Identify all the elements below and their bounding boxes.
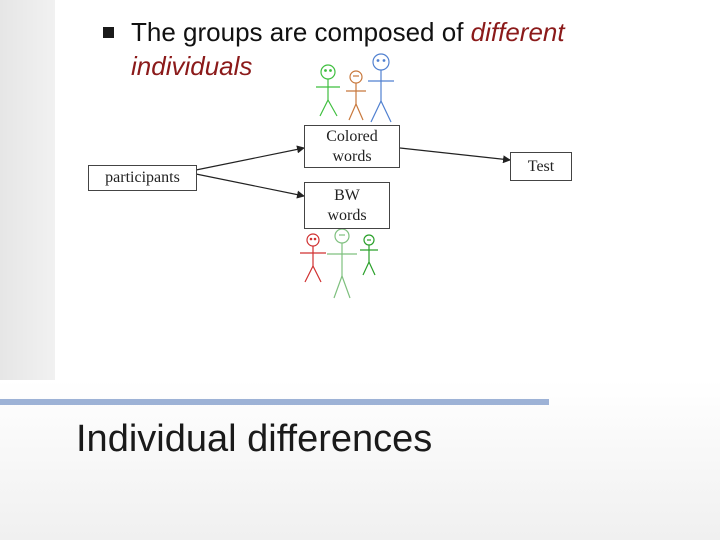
stick-figure-green-2 [360, 235, 378, 275]
arrow-colored-to-test [400, 148, 510, 160]
participants-label: participants [105, 168, 180, 188]
colored-words-line1: Colored [326, 127, 378, 147]
bw-words-box: BW words [304, 182, 390, 229]
arrow-participants-to-colored [196, 148, 304, 170]
colored-words-box: Colored words [304, 125, 400, 168]
arrow-participants-to-bw [196, 174, 304, 196]
bw-words-line2: words [327, 206, 366, 226]
stick-figure-orange [346, 71, 366, 120]
stick-figure-red [300, 234, 326, 282]
test-box: Test [510, 152, 572, 181]
stick-figure-blue [368, 54, 394, 122]
stick-figure-green-1 [316, 65, 340, 116]
colored-words-line2: words [332, 147, 371, 167]
participants-box: participants [88, 165, 197, 191]
test-label: Test [528, 157, 554, 177]
bw-words-line1: BW [334, 186, 360, 206]
stick-figure-lightgreen [327, 229, 357, 298]
slide-title: Individual differences [76, 418, 432, 461]
